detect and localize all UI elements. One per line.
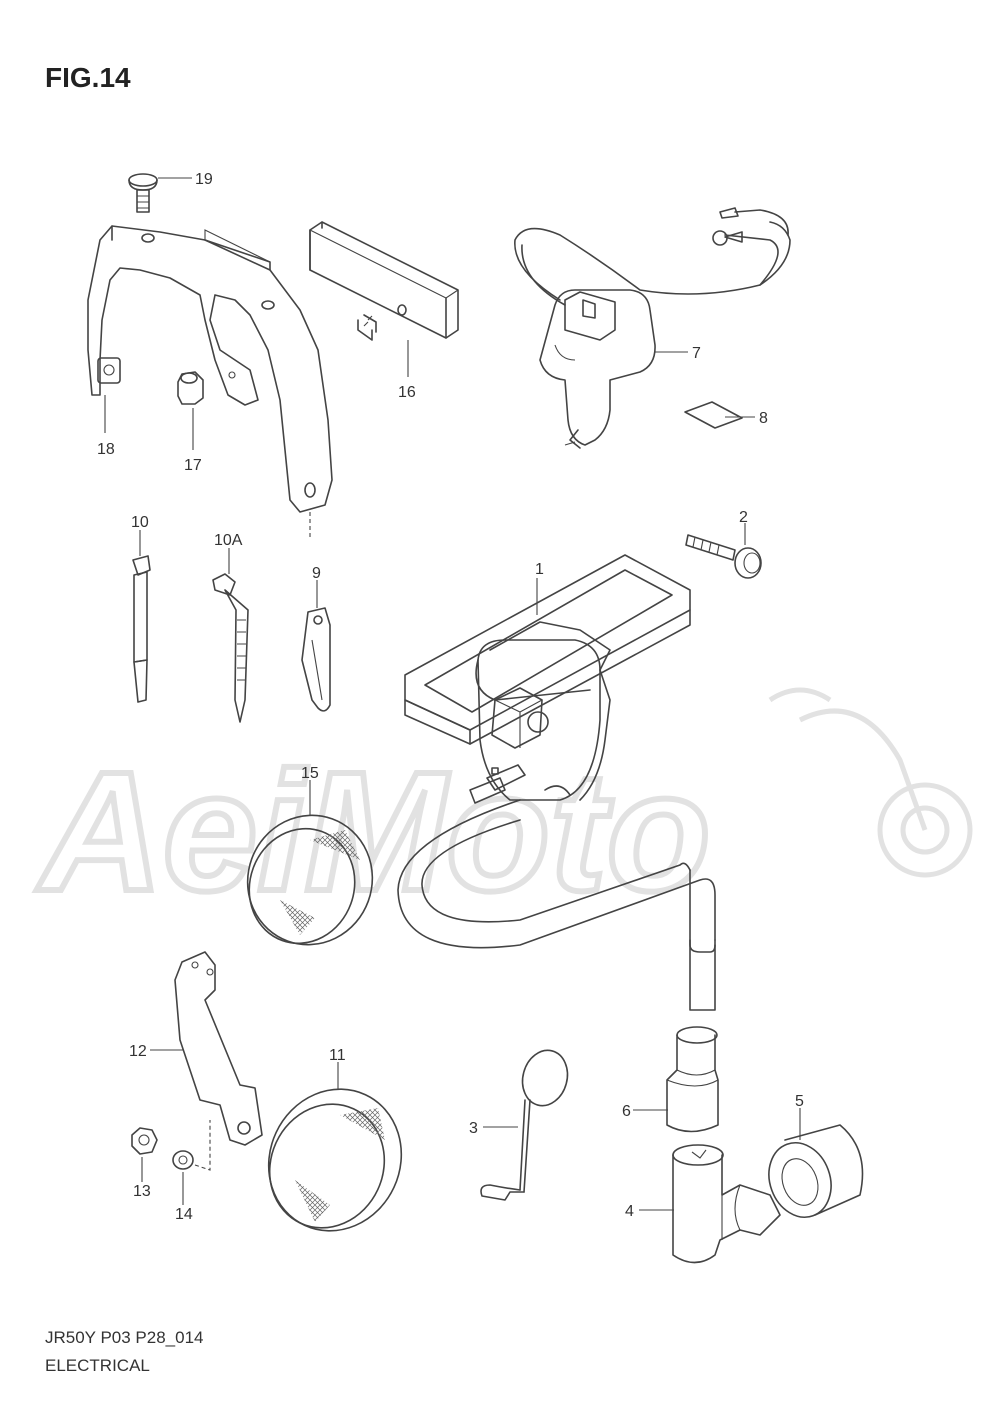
reflector-11 [267,1062,403,1232]
clamp-9 [301,580,331,712]
callout-13: 13 [133,1183,151,1200]
engine-stop-switch-7 [514,207,791,449]
callout-7: 7 [692,345,701,362]
callout-12: 12 [129,1043,147,1060]
watermark-text: AeiMoto [36,737,710,927]
band-10a [212,548,249,723]
callout-16: 16 [398,384,416,401]
callout-6: 6 [622,1103,631,1120]
plug-cap-4 [639,1144,781,1264]
bolt-2 [685,523,762,579]
callout-10a: 10A [214,532,243,549]
callout-17: 17 [184,457,202,474]
callout-18: 18 [97,441,115,458]
callout-1: 1 [535,561,544,578]
plug-cap-cover-5 [768,1108,864,1218]
cap-boot-6 [633,1026,719,1133]
callout-2: 2 [739,509,748,526]
figure-code: JR50Y P03 P28_014 [45,1328,204,1347]
callout-10: 10 [131,514,149,531]
callout-labels: 1 2 3 4 5 6 7 8 9 10 10A 11 12 13 14 15 … [97,171,804,1223]
callout-19: 19 [195,171,213,188]
callout-3: 3 [469,1120,478,1137]
reflector-bracket-12 [150,951,263,1146]
number-plate-pad-16 [309,221,459,377]
nut-17 [177,371,204,450]
callout-5: 5 [795,1093,804,1110]
callout-15: 15 [301,765,319,782]
number-plate-bracket-18 [87,225,333,540]
figure-title: FIG.14 [45,62,131,93]
section-title: ELECTRICAL [45,1356,150,1375]
callout-14: 14 [175,1206,193,1223]
watermark-motorcycle-icon [768,687,973,878]
label-8 [684,401,755,429]
screw-19 [128,173,192,213]
callout-4: 4 [625,1203,634,1220]
ignition-coil-1 [397,554,716,1011]
callout-9: 9 [312,565,321,582]
reflector-15 [246,780,374,946]
washer-14 [172,1120,211,1205]
wire-clip-3 [480,1049,569,1201]
callout-11: 11 [329,1047,346,1064]
nut-13 [131,1127,158,1182]
callout-8: 8 [759,410,768,427]
band-10 [132,530,151,703]
